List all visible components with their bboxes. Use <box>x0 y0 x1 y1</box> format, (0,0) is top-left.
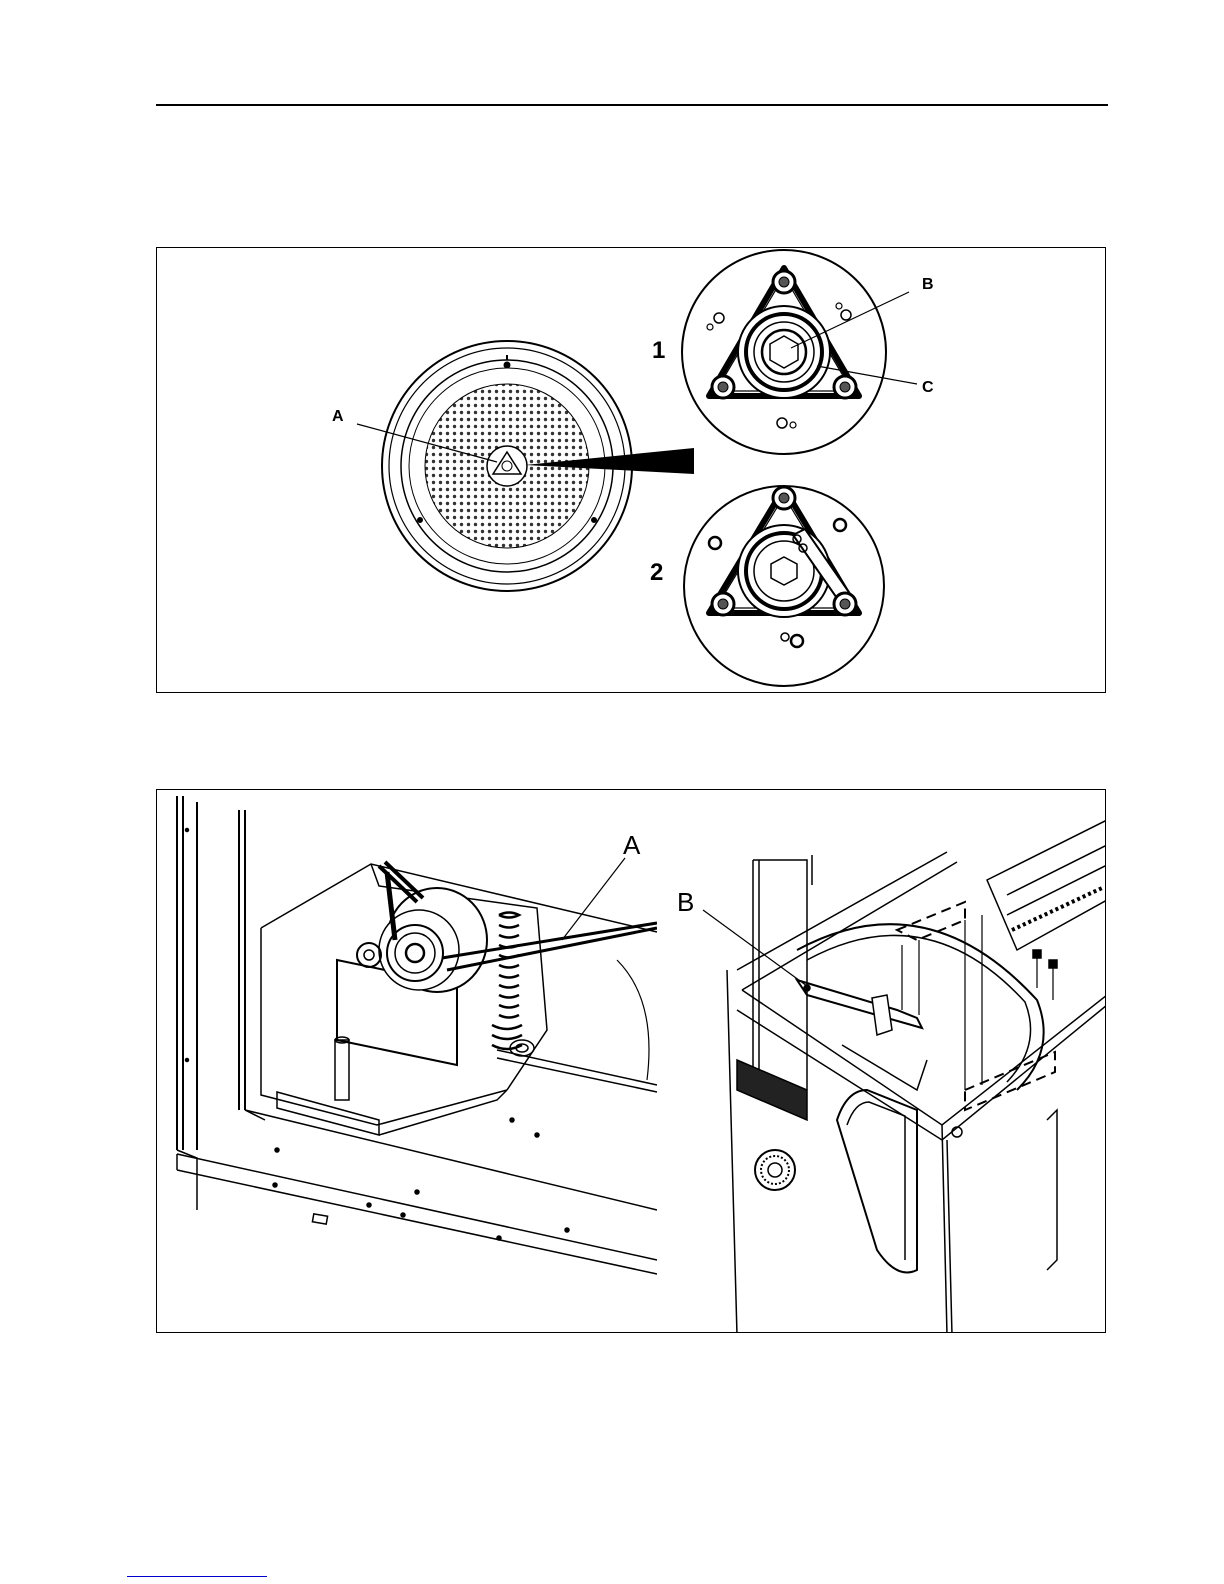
belt-and-bracket-illustration <box>157 790 1106 1333</box>
drum-bearing-illustration <box>157 248 1106 693</box>
view-label-1: 1 <box>652 337 665 365</box>
footer-link-underline <box>127 1576 267 1577</box>
figure-drum-bearing: A B C 1 2 <box>156 247 1106 693</box>
view-label-2: 2 <box>650 559 663 587</box>
callout-a: A <box>623 830 640 861</box>
callout-b: B <box>677 887 694 918</box>
detail-view-2 <box>684 486 884 686</box>
callout-c: C <box>922 379 934 397</box>
motor-belt-assembly <box>177 796 657 1274</box>
figure-belt-and-bracket: A B <box>156 789 1106 1333</box>
detail-view-1 <box>682 250 886 454</box>
callout-a: A <box>332 408 344 426</box>
callout-b: B <box>922 276 934 294</box>
top-panel-bracket-assembly <box>703 820 1106 1333</box>
header-rule <box>156 104 1108 106</box>
